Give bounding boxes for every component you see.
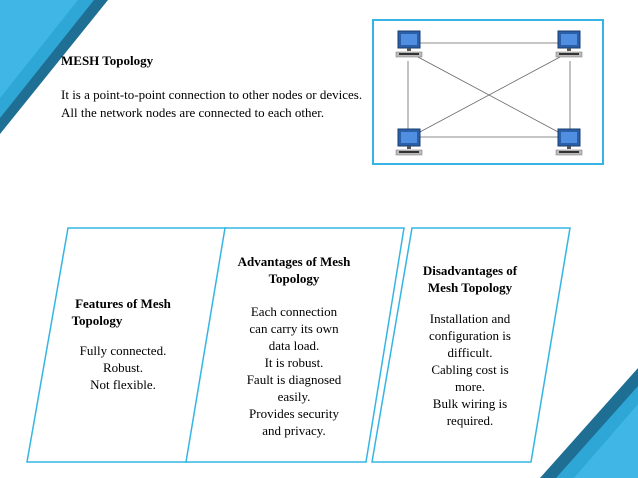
body-line: Provides security [249,406,339,421]
computer-icon [555,128,583,156]
body-line: Installation and [429,311,511,326]
body-line: Bulk wiring is [432,396,508,411]
link-tr-bl [417,56,561,134]
card-disadvantages-body: Installation and configuration is diffic… [400,310,540,429]
intro-description: It is a point-to-point connection to oth… [61,87,363,120]
card-features-body: Fully connected. Robust. Not flexible. [48,342,198,393]
computer-icon [555,30,583,58]
card-disadvantages-heading: Disadvantages of Mesh Topology [400,262,540,296]
body-line: data load. [268,338,320,353]
heading-line: Topology [71,313,123,328]
body-line: easily. [277,389,311,404]
body-line: Robust. [102,360,144,375]
body-line: Cabling cost is [431,362,509,377]
card-features: Features of Mesh Topology Fully connecte… [48,295,198,393]
card-disadvantages: Disadvantages of Mesh Topology Installat… [400,262,540,429]
body-line: and privacy. [262,423,326,438]
heading-line: Advantages of Mesh [237,254,351,269]
body-line: configuration is [429,328,511,343]
top-left-inner-shape [0,0,78,98]
card-advantages-heading: Advantages of Mesh Topology [224,253,364,287]
bottom-right-inner-shape [574,404,638,478]
body-line: Each connection [250,304,338,319]
body-line: more. [455,379,485,394]
card-disadvantages-border [371,227,571,463]
heading-line: Disadvantages of [422,263,518,278]
heading-line: Mesh Topology [427,280,513,295]
intro-block: MESH Topology It is a point-to-point con… [61,52,371,122]
page-title: MESH Topology [61,53,154,68]
body-line: Fault is diagnosed [246,372,342,387]
body-line: can carry its own [249,321,339,336]
body-line: difficult. [447,345,493,360]
body-line: Not flexible. [90,377,156,392]
body-line: required. [446,413,494,428]
body-line: Fully connected. [79,343,167,358]
computer-icon [395,128,423,156]
computer-icon [395,30,423,58]
heading-line: Topology [268,271,320,286]
heading-line: Features of Mesh [75,296,171,311]
card-advantages-border [185,227,405,463]
body-line: It is robust. [264,355,324,370]
card-features-heading: Features of Mesh Topology [48,295,198,329]
card-advantages: Advantages of Mesh Topology Each connect… [224,253,364,439]
mesh-diagram [372,19,604,165]
mesh-diagram-svg [395,30,583,156]
card-advantages-body: Each connection can carry its own data l… [224,303,364,439]
